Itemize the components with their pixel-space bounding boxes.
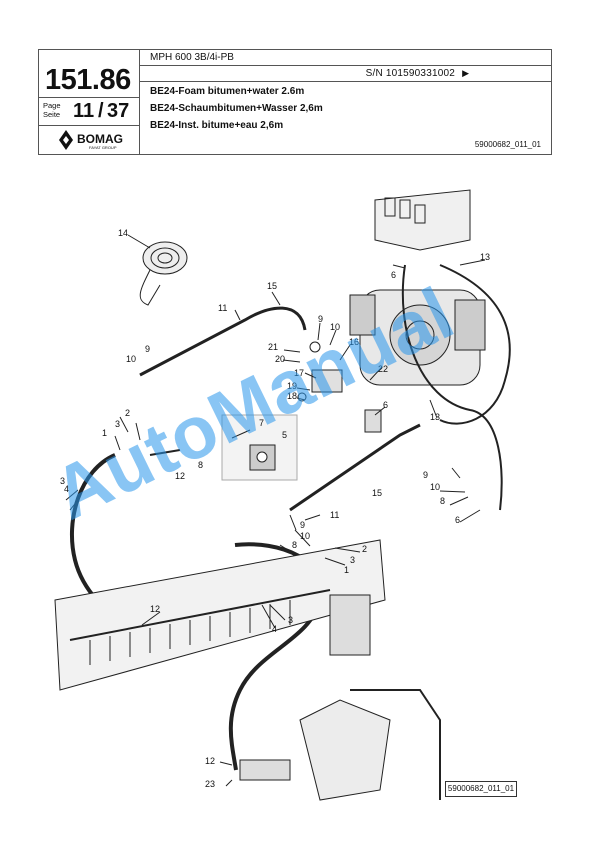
page-current: 11: [73, 100, 95, 122]
callout: 6: [455, 515, 460, 525]
callout: 12: [175, 471, 185, 481]
callout: 6: [383, 400, 388, 410]
callout: 3: [288, 615, 293, 625]
description-fr: BE24-Inst. bitume+eau 2,6m: [150, 120, 284, 131]
callout: 10: [300, 531, 310, 541]
callout: 8: [440, 496, 445, 506]
callout-labels: 14 15 11 9 10 13 6 9 10 21 20 16 17 22 1…: [60, 228, 490, 789]
callout: 1: [344, 565, 349, 575]
callout: 12: [150, 604, 160, 614]
divider: [139, 65, 551, 66]
serial-number: S/N 101590331002: [365, 68, 455, 79]
callout: 15: [372, 488, 382, 498]
document-number: 59000682_011_01: [474, 140, 541, 149]
divider: [139, 50, 140, 154]
next-arrow-icon[interactable]: ▶: [462, 68, 469, 78]
callout: 23: [205, 779, 215, 789]
divider: [139, 81, 551, 82]
drawing-reference: 59000682_011_01: [445, 781, 517, 797]
description-en: BE24-Foam bitumen+water 2.6m: [150, 86, 305, 97]
callout: 21: [268, 342, 278, 352]
callout: 10: [430, 482, 440, 492]
callout: 9: [145, 344, 150, 354]
callout: 9: [423, 470, 428, 480]
callout: 22: [378, 364, 388, 374]
callout: 14: [118, 228, 128, 238]
callout: 9: [300, 520, 305, 530]
divider: [39, 125, 139, 126]
header-block: MPH 600 3B/4i-PB S/N 101590331002 ▶ 151.…: [38, 49, 552, 155]
callout: 2: [362, 544, 367, 554]
callout: 8: [198, 460, 203, 470]
callout: 7: [259, 418, 264, 428]
parts-diagram: 14 15 11 9 10 13 6 9 10 21 20 16 17 22 1…: [54, 189, 511, 801]
callout: 11: [218, 303, 227, 313]
section-number: 151.86: [45, 64, 131, 96]
callout: 9: [318, 314, 323, 324]
callout: 1: [102, 428, 107, 438]
logo-subtext: FAYAT GROUP: [89, 145, 117, 150]
callout: 3: [60, 476, 65, 486]
callout: 10: [126, 354, 136, 364]
callout: 6: [391, 270, 396, 280]
description-de: BE24-Schaumbitumen+Wasser 2,6m: [150, 103, 323, 114]
callout: 20: [275, 354, 285, 364]
callout: 19: [287, 381, 297, 391]
page-label: Page Seite: [43, 101, 61, 119]
callout: 11: [330, 510, 339, 520]
callout: 18: [287, 391, 297, 401]
callout: 8: [292, 540, 297, 550]
callout: 4: [272, 624, 277, 634]
callout: 3: [350, 555, 355, 565]
callout: 15: [267, 281, 277, 291]
callout: 12: [205, 756, 215, 766]
callout: 10: [330, 322, 340, 332]
page-separator: /: [98, 100, 104, 122]
callout: 2: [125, 408, 130, 418]
callout: 3: [115, 419, 120, 429]
callout: 5: [282, 430, 287, 440]
callout: 13: [430, 412, 440, 422]
callout: 4: [64, 484, 69, 494]
callout: 13: [480, 252, 490, 262]
divider: [39, 97, 139, 98]
callout: 16: [349, 337, 359, 347]
callout: 17: [294, 368, 304, 378]
model-label: MPH 600 3B/4i-PB: [150, 52, 234, 63]
page-total: 37: [107, 100, 130, 122]
bomag-logo: BOMAG FAYAT GROUP: [59, 130, 123, 150]
logo-text: BOMAG: [77, 132, 123, 146]
